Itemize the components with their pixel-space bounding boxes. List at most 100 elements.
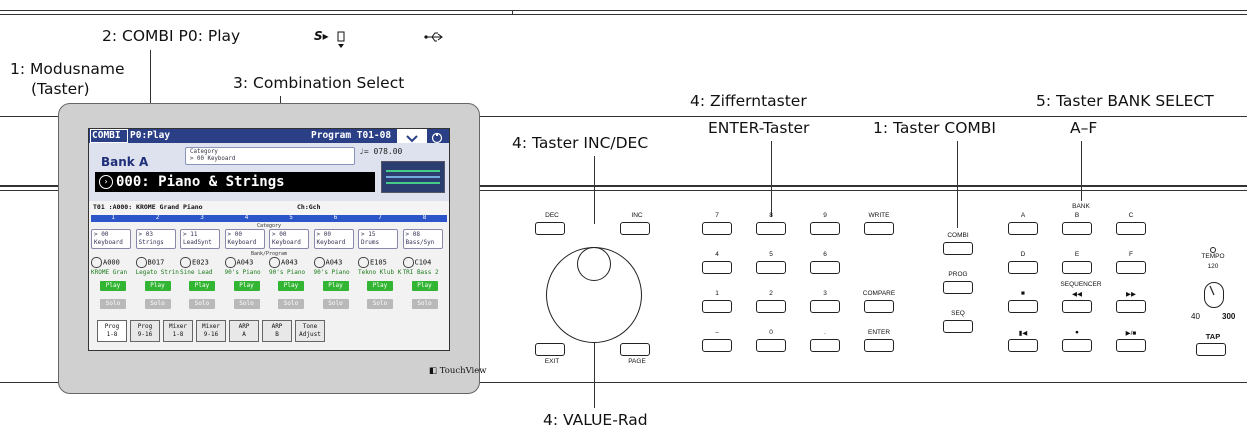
key-num-0-button[interactable] [756, 339, 786, 352]
lcd-program-select[interactable]: A043 [224, 257, 269, 268]
lcd-program-name: KROME Gran [91, 269, 128, 276]
key-minus-button[interactable] [702, 339, 732, 352]
prog-button[interactable] [943, 281, 973, 294]
key-num-2-button[interactable] [756, 300, 786, 313]
lcd-program-select[interactable]: B017 [135, 257, 180, 268]
lcd-solo-button[interactable]: Solo [100, 299, 126, 309]
lcd-channel-number: 5 [289, 214, 293, 221]
seq-locate-button[interactable] [1008, 339, 1038, 352]
seq-rew-button[interactable] [1062, 300, 1092, 313]
lcd-channel-number: 8 [422, 214, 427, 221]
key-num-1-button[interactable] [702, 300, 732, 313]
lcd-combination-select[interactable]: ›000: Piano & Strings [95, 172, 375, 192]
bank-b-button[interactable] [1062, 222, 1092, 235]
lcd-program-select[interactable]: A043 [269, 257, 313, 268]
inc-label: INC [631, 212, 643, 219]
lcd-program-select[interactable]: E023 [180, 257, 224, 268]
panel-mid-line-2 [0, 190, 1247, 191]
lcd-mode-label[interactable]: COMBI [92, 130, 121, 141]
seq-ff-button[interactable] [1116, 300, 1146, 313]
lcd-program-select[interactable]: A043 [313, 257, 358, 268]
label-bank-e: E [1074, 251, 1080, 258]
lcd-solo-button[interactable]: Solo [278, 299, 304, 309]
key-write-button[interactable] [864, 222, 894, 235]
key-num-9-button[interactable] [810, 222, 840, 235]
key-num-8-button[interactable] [756, 222, 786, 235]
dec-button[interactable] [535, 222, 565, 235]
seq-rec-button[interactable] [1062, 339, 1092, 352]
callout-value-rad: 4: VALUE-Rad [543, 411, 648, 429]
tempo-knob[interactable] [1204, 282, 1224, 308]
seq-stop-button[interactable] [1008, 300, 1038, 313]
svg-text:S▸: S▸ [314, 29, 329, 43]
callout-inc-dec: 4: Taster INC/DEC [512, 134, 649, 152]
lcd-play-button[interactable]: Play [189, 281, 215, 291]
tap-button[interactable] [1196, 343, 1226, 356]
key-num-6-button[interactable] [810, 261, 840, 274]
key-label-num-1: 1 [715, 290, 719, 297]
lcd-solo-button[interactable]: Solo [233, 299, 260, 309]
lcd-program-select[interactable]: A000 [91, 257, 135, 268]
lcd-play-button[interactable]: Play [322, 281, 349, 291]
key-num-7-button[interactable] [702, 222, 732, 235]
bank-e-button[interactable] [1062, 261, 1092, 274]
label-bank-c: C [1128, 212, 1134, 219]
lcd-program-select[interactable]: E105 [358, 257, 402, 268]
lcd-category-select[interactable]: Category > 00 Keyboard [185, 147, 355, 165]
bank-f-button[interactable] [1116, 261, 1146, 274]
lcd-tempo[interactable]: ♩= 078.00 [359, 147, 403, 156]
key-enter-button[interactable] [864, 339, 894, 352]
lcd-bank-program-heading: Bank/Program [250, 251, 288, 257]
key-label-num-6: 6 [823, 251, 827, 258]
key-compare-button[interactable] [864, 300, 894, 313]
lcd-page-label[interactable]: P0:Play [130, 130, 171, 141]
lcd-play-button[interactable]: Play [278, 281, 304, 291]
lcd-solo-button[interactable]: Solo [144, 299, 171, 309]
lcd-solo-button[interactable]: Solo [411, 299, 438, 309]
lcd-screen[interactable]: COMBI P0:Play Program T01-08 Bank A Cate… [88, 128, 450, 351]
lcd-solo-button[interactable]: Solo [367, 299, 393, 309]
label-bank-b: B [1074, 212, 1080, 219]
bank-d-button[interactable] [1008, 261, 1038, 274]
exit-button[interactable] [535, 343, 565, 356]
key-num-5-button[interactable] [756, 261, 786, 274]
lcd-category-number: > 00 [272, 231, 287, 238]
lcd-solo-button[interactable]: Solo [322, 299, 349, 309]
inc-button[interactable] [620, 222, 650, 235]
lcd-play-button[interactable]: Play [367, 281, 393, 291]
lcd-play-button[interactable]: Play [233, 281, 260, 291]
combi-button[interactable] [943, 242, 973, 255]
key-num-4-button[interactable] [702, 261, 732, 274]
key-num-3-button[interactable] [810, 300, 840, 313]
seq-play-button[interactable] [1116, 339, 1146, 352]
lcd-menu-button[interactable] [397, 129, 427, 143]
lcd-play-button[interactable]: Play [144, 281, 171, 291]
bank-a-button[interactable] [1008, 222, 1038, 235]
lcd-solo-button[interactable]: Solo [189, 299, 215, 309]
seq-button[interactable] [943, 320, 973, 333]
page-button[interactable] [620, 343, 650, 356]
lcd-play-button[interactable]: Play [100, 281, 126, 291]
lcd-program-select[interactable]: C104 [402, 257, 447, 268]
key-dot-button[interactable] [810, 339, 840, 352]
lcd-channel: Ch:Gch [297, 203, 321, 211]
bank-c-button[interactable] [1116, 222, 1146, 235]
lcd-play-button[interactable]: Play [411, 281, 438, 291]
key-label-num-3: 3 [823, 290, 827, 297]
